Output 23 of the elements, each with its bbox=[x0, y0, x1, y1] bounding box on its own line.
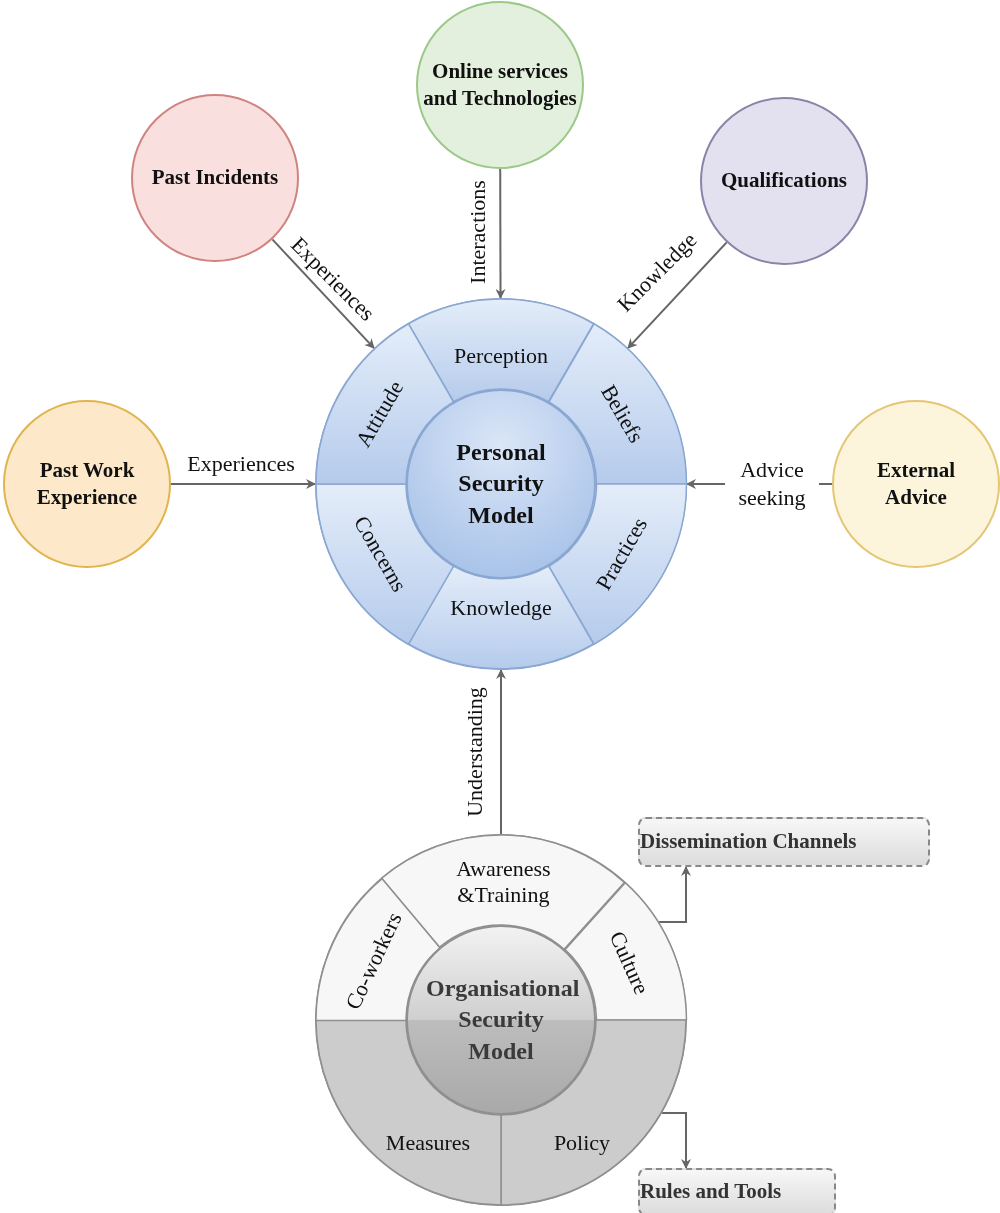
segment-label: Perception bbox=[453, 342, 549, 370]
arrow bbox=[661, 1112, 691, 1169]
arrow bbox=[170, 479, 316, 489]
node-label: Qualifications bbox=[720, 167, 848, 195]
segment-label: Culture bbox=[603, 927, 655, 999]
arrow bbox=[496, 669, 506, 835]
arrow bbox=[495, 168, 506, 299]
node-label: Online services and Technologies bbox=[422, 57, 578, 112]
node-label: Past Incidents bbox=[150, 164, 280, 192]
node-label: Dissemination Channels bbox=[640, 828, 858, 856]
node-label: Personal Security Model bbox=[455, 438, 547, 530]
arrow bbox=[271, 238, 375, 350]
node-label: External Advice bbox=[875, 456, 957, 511]
segment-label: Measures bbox=[385, 1129, 471, 1157]
segment-label: Policy bbox=[553, 1129, 611, 1157]
arrow bbox=[626, 241, 728, 350]
dashed-box bbox=[638, 817, 930, 867]
segment-label: Awareness &Training bbox=[455, 855, 552, 909]
dashed-box bbox=[638, 1168, 836, 1213]
node-label: Past Work Experience bbox=[35, 456, 139, 511]
segment-label: Knowledge bbox=[450, 594, 552, 622]
arrow bbox=[658, 866, 691, 923]
node-label: Rules and Tools bbox=[640, 1178, 783, 1206]
